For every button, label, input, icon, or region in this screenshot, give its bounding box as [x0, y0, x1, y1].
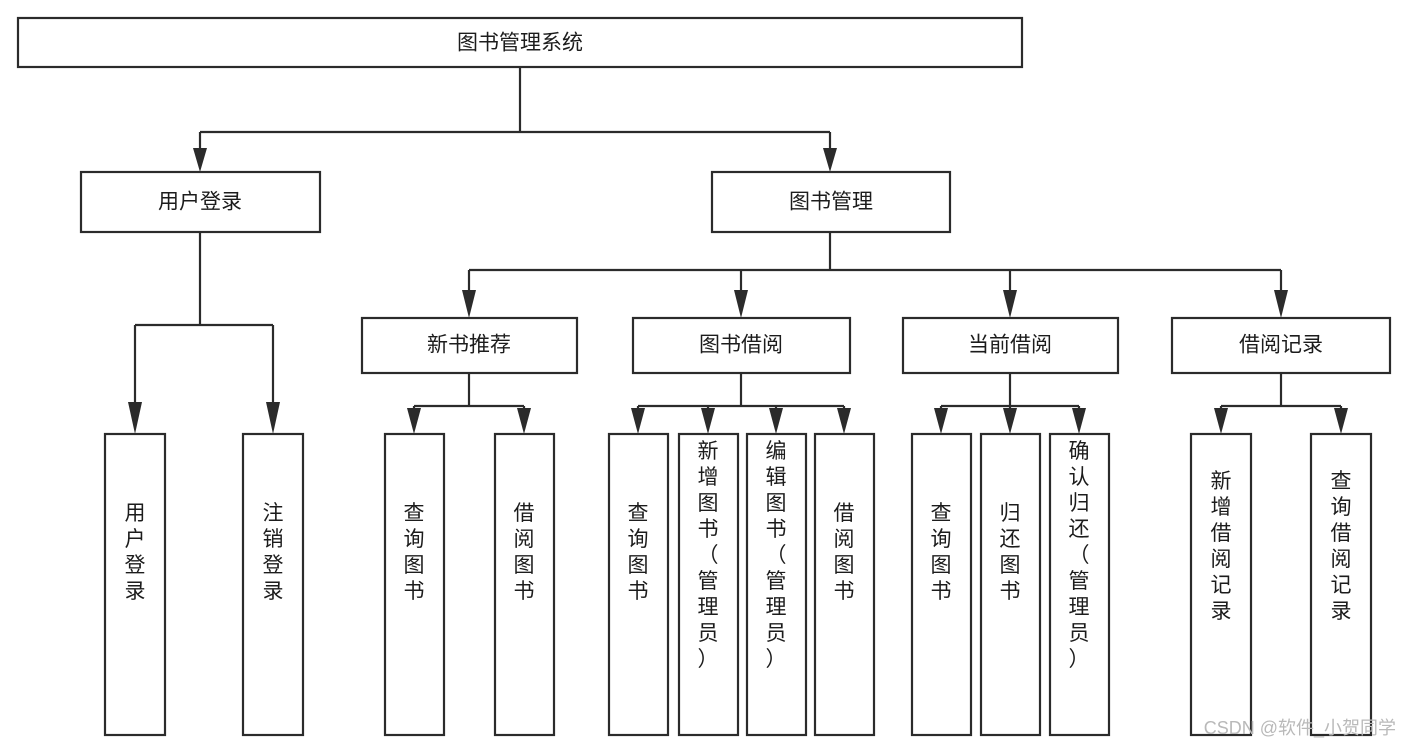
node-leaf5-box[interactable]: [607, 432, 670, 737]
node-leaf2-box[interactable]: [241, 432, 305, 737]
arrow-head-leaf5: [631, 408, 645, 434]
node-leaf1-label: 用户登录: [125, 502, 146, 603]
node-leaf10-label: 归还图书: [1000, 502, 1021, 603]
arrow-head-leaf12: [1214, 408, 1228, 434]
arrow-head-leaf11: [1072, 408, 1086, 434]
node-borrow-box[interactable]: [631, 316, 852, 375]
node-login-box[interactable]: [79, 170, 322, 234]
node-newbook[interactable]: 新书推荐: [360, 316, 579, 375]
connector-layer: [128, 67, 1348, 434]
arrow-head-leaf7: [769, 408, 783, 434]
arrow-head-leaf4: [517, 408, 531, 434]
node-login-label: 用户登录: [158, 191, 242, 214]
node-leaf4-label: 借阅图书: [514, 502, 535, 603]
watermark-label: CSDN @软件_小贺同学: [1204, 718, 1396, 739]
node-leaf12[interactable]: 新增借阅记录: [1189, 432, 1253, 737]
arrow-head-leaf10: [1003, 408, 1017, 434]
node-leaf6-label: 新增图书（管理员）: [698, 440, 719, 671]
node-leaf2-label: 注销登录: [263, 502, 284, 603]
node-leaf8-box[interactable]: [813, 432, 876, 737]
node-current-box[interactable]: [901, 316, 1120, 375]
node-leaf7[interactable]: 编辑图书（管理员）: [745, 432, 808, 737]
arrow-head-bookmgmt: [823, 148, 837, 172]
node-bookmgmt-box[interactable]: [710, 170, 952, 234]
arrow-head-records: [1274, 290, 1288, 318]
node-leaf7-box[interactable]: [745, 432, 808, 737]
node-leaf4-box[interactable]: [493, 432, 556, 737]
arrow-head-leaf2: [266, 402, 280, 434]
node-newbook-box[interactable]: [360, 316, 579, 375]
node-leaf9-label: 查询图书: [931, 502, 952, 603]
node-leaf3[interactable]: 查询图书: [383, 432, 446, 737]
node-root-box[interactable]: [16, 16, 1024, 69]
arrow-head-leaf3: [407, 408, 421, 434]
node-leaf13-label: 查询借阅记录: [1331, 470, 1352, 623]
node-leaf3-box[interactable]: [383, 432, 446, 737]
node-leaf6[interactable]: 新增图书（管理员）: [677, 432, 740, 737]
node-borrow[interactable]: 图书借阅: [631, 316, 852, 375]
node-leaf10[interactable]: 归还图书: [979, 432, 1042, 737]
node-leaf13-box[interactable]: [1309, 432, 1373, 737]
node-root-label: 图书管理系统: [457, 32, 583, 55]
node-leaf5[interactable]: 查询图书: [607, 432, 670, 737]
arrow-head-newbook: [462, 290, 476, 318]
node-leaf6-box[interactable]: [677, 432, 740, 737]
node-root[interactable]: 图书管理系统: [16, 16, 1024, 69]
node-leaf11-box[interactable]: [1048, 432, 1111, 737]
arrow-head-current: [1003, 290, 1017, 318]
node-leaf8-label: 借阅图书: [834, 502, 855, 603]
arrow-head-leaf13: [1334, 408, 1348, 434]
arrow-head-leaf9: [934, 408, 948, 434]
node-current-label: 当前借阅: [968, 334, 1052, 357]
arrow-head-login: [193, 148, 207, 172]
node-leaf12-box[interactable]: [1189, 432, 1253, 737]
node-borrow-label: 图书借阅: [699, 334, 783, 357]
arrow-head-leaf6: [701, 408, 715, 434]
node-records-label: 借阅记录: [1239, 334, 1323, 357]
node-current[interactable]: 当前借阅: [901, 316, 1120, 375]
node-bookmgmt-label: 图书管理: [789, 191, 873, 214]
node-leaf7-label: 编辑图书（管理员）: [766, 440, 787, 671]
node-leaf8[interactable]: 借阅图书: [813, 432, 876, 737]
node-leaf1-box[interactable]: [103, 432, 167, 737]
node-leaf5-label: 查询图书: [628, 502, 649, 603]
node-leaf12-label: 新增借阅记录: [1211, 470, 1232, 623]
node-records[interactable]: 借阅记录: [1170, 316, 1392, 375]
leaf-nodes-layer: 用户登录 注销登录 查询图书 借阅图书 查询图书 新增图书（管理员）: [103, 432, 1373, 737]
node-leaf11[interactable]: 确认归还（管理员）: [1048, 432, 1111, 737]
node-leaf9-box[interactable]: [910, 432, 973, 737]
node-leaf13[interactable]: 查询借阅记录: [1309, 432, 1373, 737]
node-bookmgmt[interactable]: 图书管理: [710, 170, 952, 234]
node-leaf2[interactable]: 注销登录: [241, 432, 305, 737]
node-login[interactable]: 用户登录: [79, 170, 322, 234]
arrow-head-leaf8: [837, 408, 851, 434]
node-leaf1[interactable]: 用户登录: [103, 432, 167, 737]
node-leaf3-label: 查询图书: [404, 502, 425, 603]
node-leaf10-box[interactable]: [979, 432, 1042, 737]
arrow-head-leaf1: [128, 402, 142, 434]
node-leaf9[interactable]: 查询图书: [910, 432, 973, 737]
node-records-box[interactable]: [1170, 316, 1392, 375]
node-leaf11-label: 确认归还（管理员）: [1069, 440, 1090, 671]
arrow-head-borrow: [734, 290, 748, 318]
node-newbook-label: 新书推荐: [427, 334, 511, 357]
node-leaf4[interactable]: 借阅图书: [493, 432, 556, 737]
